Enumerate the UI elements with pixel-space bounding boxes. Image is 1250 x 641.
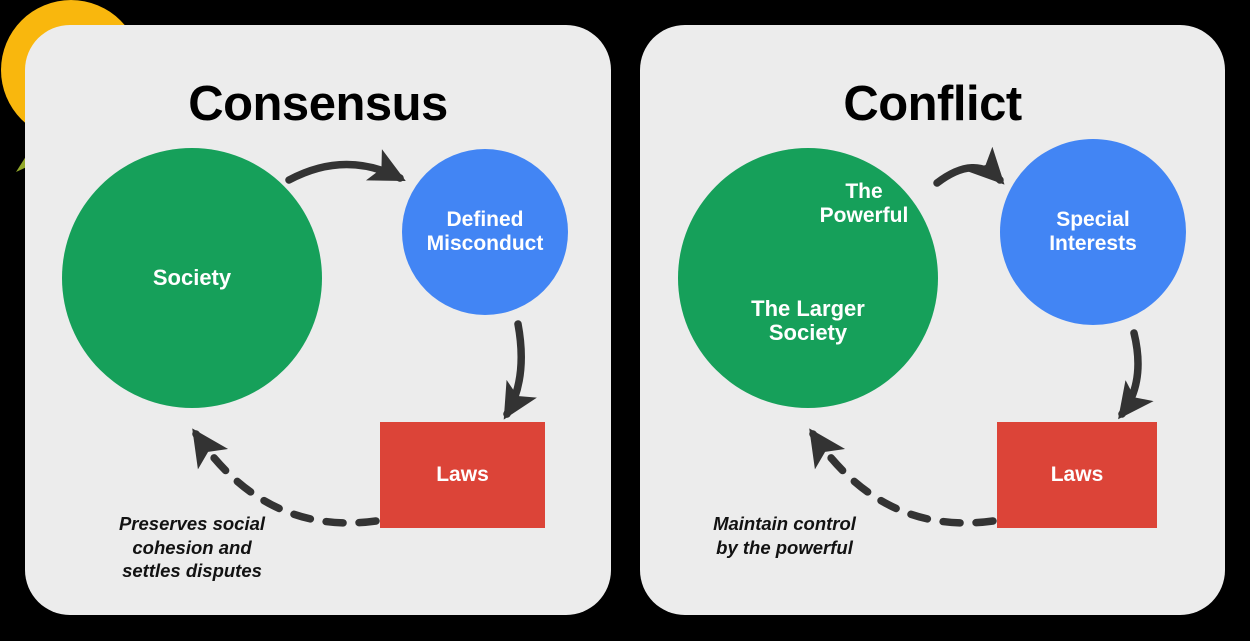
node-laws-conflict[interactable]: Laws <box>997 422 1157 528</box>
node-larger-society[interactable]: The Larger Society <box>678 148 938 408</box>
conflict-caption-line1: Maintain control <box>713 513 856 534</box>
node-larger-society-line2: Society <box>768 320 848 346</box>
node-society[interactable]: Society <box>62 148 322 408</box>
consensus-caption-line2: cohesion and <box>132 536 252 558</box>
node-larger-society-label: The Larger Society <box>751 295 865 346</box>
node-special-interests-line1: Special <box>1056 208 1130 232</box>
node-special-interests-label: Special Interests <box>1049 208 1137 255</box>
node-laws-consensus[interactable]: Laws <box>380 422 545 528</box>
node-laws-consensus-label: Laws <box>436 463 489 487</box>
consensus-title: Consensus <box>188 77 448 131</box>
consensus-caption: Preserves social cohesion and settles di… <box>72 512 312 583</box>
node-defined-misconduct[interactable]: Defined Misconduct <box>402 149 568 315</box>
node-the-powerful-label: The Powerful <box>800 180 928 227</box>
conflict-caption: Maintain control by the powerful <box>672 512 897 559</box>
conflict-caption-line2: by the powerful <box>716 536 853 558</box>
node-laws-conflict-label: Laws <box>1050 463 1104 487</box>
node-special-interests[interactable]: Special Interests <box>1000 139 1186 325</box>
node-defined-misconduct-line2: Misconduct <box>426 232 544 255</box>
node-defined-misconduct-label: Defined Misconduct <box>427 208 544 255</box>
consensus-caption-line3: settles disputes <box>122 560 262 582</box>
node-defined-misconduct-line1: Defined <box>446 208 524 232</box>
node-the-powerful-line2: Powerful <box>819 203 909 227</box>
consensus-caption-line1: Preserves social <box>118 513 266 534</box>
node-the-powerful-line1: The <box>845 180 883 203</box>
conflict-title: Conflict <box>843 77 1022 131</box>
node-special-interests-line2: Interests <box>1049 232 1137 255</box>
node-larger-society-line1: The Larger <box>751 295 865 321</box>
node-society-label: Society <box>152 264 232 290</box>
